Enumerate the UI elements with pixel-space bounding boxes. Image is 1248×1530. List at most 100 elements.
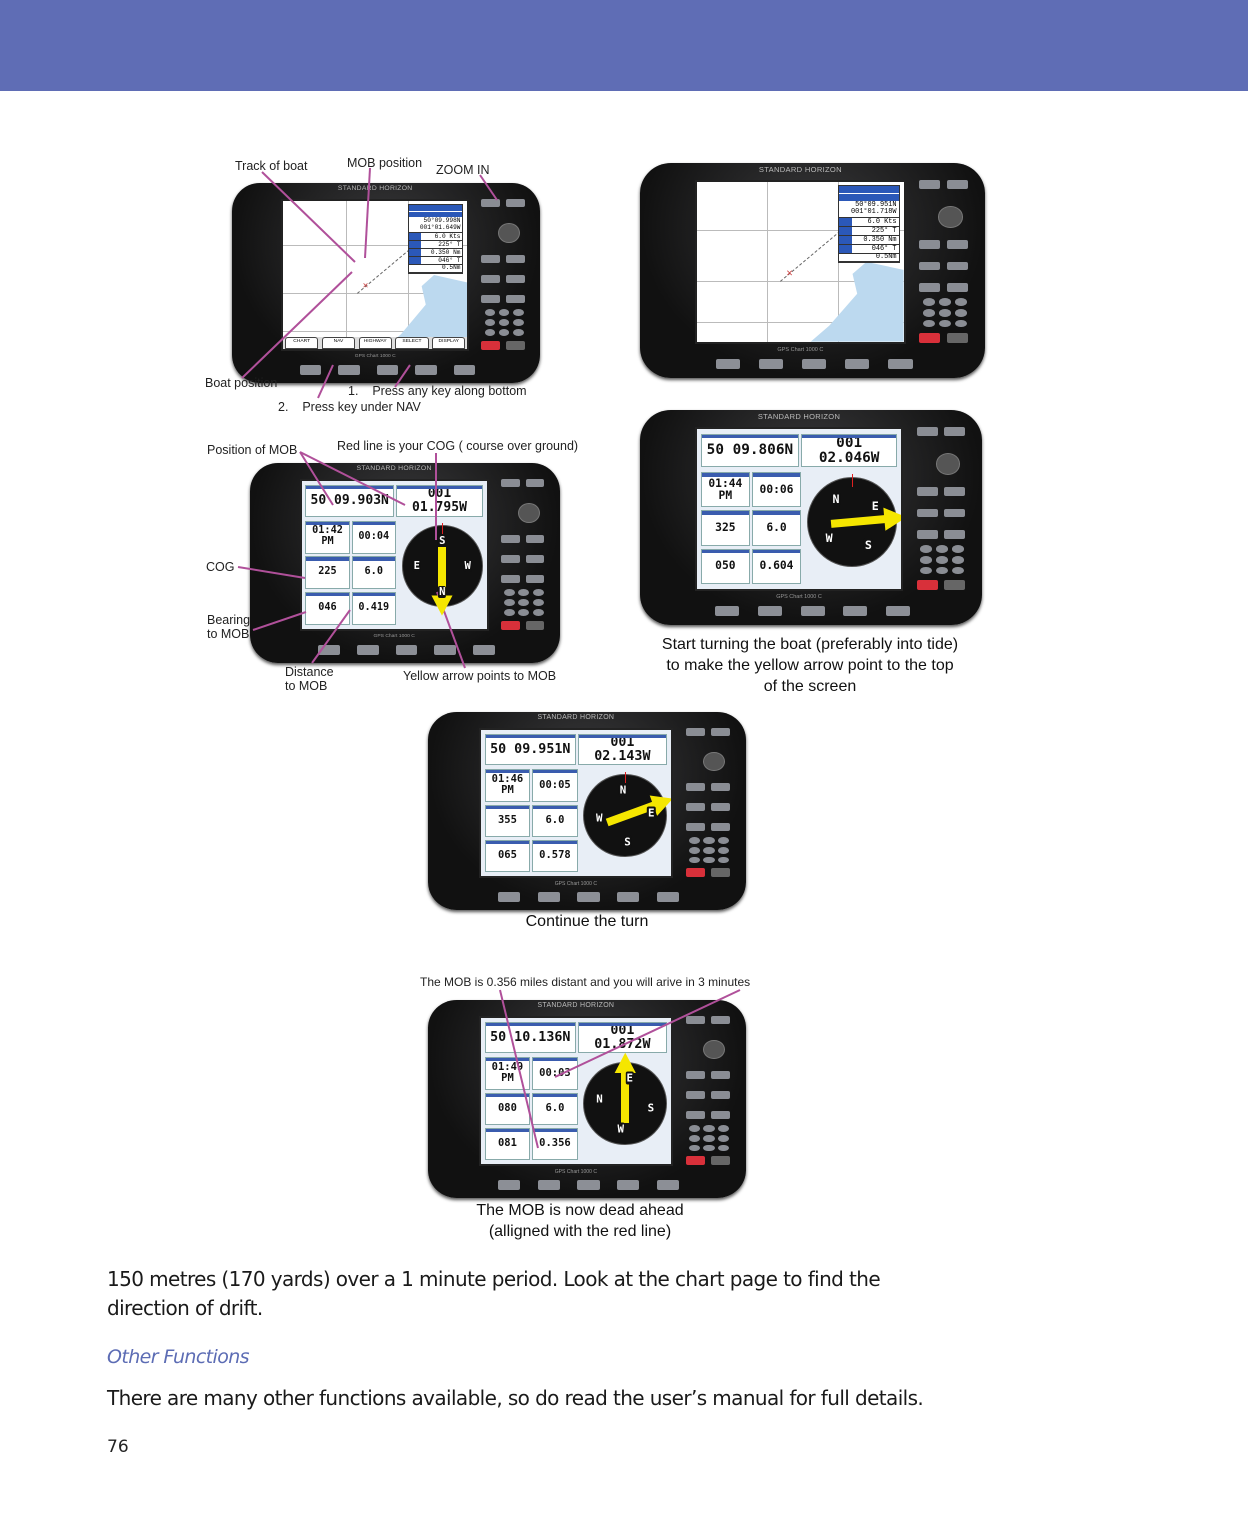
keypad-key[interactable] xyxy=(688,1134,700,1142)
softkey-chart[interactable]: CHART xyxy=(285,337,319,349)
control-button[interactable] xyxy=(525,555,545,563)
control-button[interactable] xyxy=(525,535,545,543)
keypad-key[interactable] xyxy=(938,309,951,317)
joystick-knob[interactable] xyxy=(703,1039,726,1060)
control-button[interactable] xyxy=(506,275,525,283)
softkey-button[interactable] xyxy=(800,605,825,617)
control-button[interactable] xyxy=(685,1091,705,1099)
control-button[interactable] xyxy=(685,1071,705,1080)
control-button[interactable] xyxy=(501,575,520,583)
softkey-button[interactable] xyxy=(356,645,379,655)
keypad-key[interactable] xyxy=(518,599,530,606)
keypad-key[interactable] xyxy=(532,589,544,596)
keypad-key[interactable] xyxy=(718,1134,730,1142)
softkey-button[interactable] xyxy=(802,358,827,370)
control-button[interactable] xyxy=(947,283,968,292)
mob-red-button[interactable] xyxy=(919,332,941,343)
keypad-key[interactable] xyxy=(484,329,496,336)
softkey-button[interactable] xyxy=(473,645,495,655)
keypad-key[interactable] xyxy=(532,609,544,616)
keypad-key[interactable] xyxy=(688,846,700,854)
control-button[interactable] xyxy=(711,1110,731,1119)
control-button[interactable] xyxy=(501,555,520,563)
control-button[interactable] xyxy=(525,575,545,583)
softkey-button[interactable] xyxy=(656,892,680,903)
keypad-key[interactable] xyxy=(936,545,949,553)
softkey-button[interactable] xyxy=(453,365,476,375)
control-button[interactable] xyxy=(919,261,941,271)
softkey-button[interactable] xyxy=(497,1180,521,1191)
control-button[interactable] xyxy=(919,180,941,189)
softkey-button[interactable] xyxy=(537,1180,560,1191)
softkey-button[interactable] xyxy=(497,892,521,903)
softkey-button[interactable] xyxy=(299,365,322,375)
keypad-key[interactable] xyxy=(718,856,730,864)
control-button[interactable] xyxy=(944,530,965,539)
softkey-button[interactable] xyxy=(843,605,868,617)
keypad-key[interactable] xyxy=(920,566,933,575)
control-button[interactable] xyxy=(506,255,525,263)
control-button[interactable] xyxy=(481,199,500,207)
keypad-key[interactable] xyxy=(532,599,544,606)
softkey-select[interactable]: SELECT xyxy=(395,337,429,349)
control-button[interactable] xyxy=(501,535,520,543)
softkey-button[interactable] xyxy=(617,892,640,903)
joystick-knob[interactable] xyxy=(498,223,520,243)
keypad-key[interactable] xyxy=(920,556,933,564)
keypad-key[interactable] xyxy=(920,545,933,553)
softkey-button[interactable] xyxy=(886,605,911,617)
keypad-key[interactable] xyxy=(498,319,510,326)
keypad-key[interactable] xyxy=(922,298,935,306)
keypad-key[interactable] xyxy=(954,309,967,317)
keypad-key[interactable] xyxy=(504,609,516,616)
softkey-button[interactable] xyxy=(577,1180,600,1191)
control-button[interactable] xyxy=(685,727,705,736)
keypad-key[interactable] xyxy=(518,589,530,596)
control-button[interactable] xyxy=(525,479,545,487)
control-button[interactable] xyxy=(711,1071,731,1080)
keypad-key[interactable] xyxy=(703,1144,715,1152)
keypad-key[interactable] xyxy=(504,589,516,596)
control-button[interactable] xyxy=(917,530,938,539)
keypad-key[interactable] xyxy=(498,329,510,336)
keypad-key[interactable] xyxy=(954,298,967,306)
keypad-key[interactable] xyxy=(954,319,967,328)
keypad-key[interactable] xyxy=(512,329,524,336)
keypad-key[interactable] xyxy=(703,1124,715,1132)
softkey-button[interactable] xyxy=(656,1180,680,1191)
keypad-key[interactable] xyxy=(936,556,949,564)
keypad-key[interactable] xyxy=(484,309,496,316)
keypad-key[interactable] xyxy=(504,599,516,606)
keypad-key[interactable] xyxy=(688,836,700,844)
keypad-key[interactable] xyxy=(718,846,730,854)
control-button[interactable] xyxy=(711,1015,731,1024)
softkey-button[interactable] xyxy=(537,892,560,903)
control-button[interactable] xyxy=(947,180,968,189)
keypad-key[interactable] xyxy=(922,309,935,317)
softkey-button[interactable] xyxy=(715,358,741,370)
control-button[interactable] xyxy=(501,479,520,487)
control-button[interactable] xyxy=(685,803,705,811)
control-button[interactable] xyxy=(685,1110,705,1119)
control-button[interactable] xyxy=(711,822,731,831)
mob-red-button[interactable] xyxy=(501,621,520,630)
softkey-button[interactable] xyxy=(715,605,740,617)
power-button[interactable] xyxy=(944,579,965,590)
mob-red-button[interactable] xyxy=(685,868,705,878)
keypad-key[interactable] xyxy=(951,556,964,564)
keypad-key[interactable] xyxy=(518,609,530,616)
control-button[interactable] xyxy=(917,487,938,496)
keypad-key[interactable] xyxy=(936,566,949,575)
control-button[interactable] xyxy=(917,427,938,436)
control-button[interactable] xyxy=(711,1091,731,1099)
control-button[interactable] xyxy=(506,199,525,207)
softkey-nav[interactable]: NAV xyxy=(321,337,356,349)
softkey-button[interactable] xyxy=(434,645,457,655)
power-button[interactable] xyxy=(947,332,968,343)
control-button[interactable] xyxy=(711,783,731,792)
keypad-key[interactable] xyxy=(718,1124,730,1132)
keypad-key[interactable] xyxy=(512,309,524,316)
softkey-button[interactable] xyxy=(617,1180,640,1191)
power-button[interactable] xyxy=(711,1156,731,1166)
keypad-key[interactable] xyxy=(703,836,715,844)
